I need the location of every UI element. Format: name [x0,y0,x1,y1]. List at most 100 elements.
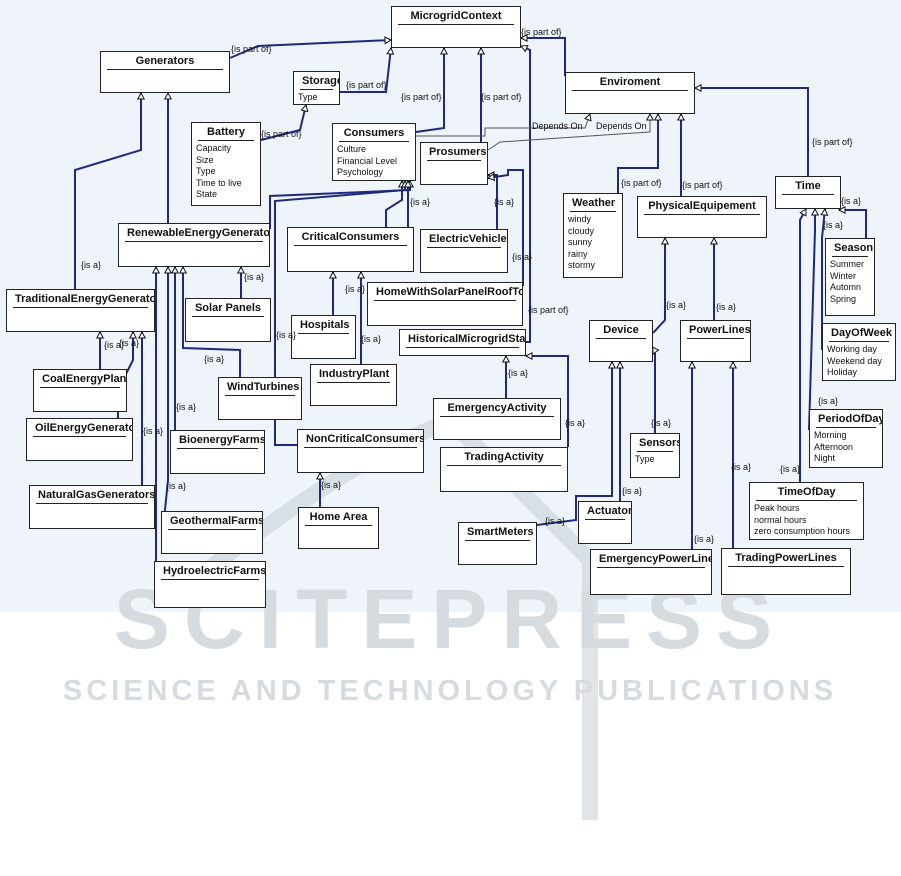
class-box-physicalequipement[interactable]: PhysicalEquipement [637,196,767,238]
class-attribute: windy [568,214,592,224]
arrowhead-icon [524,351,533,361]
class-title: Battery [198,123,254,141]
class-title: PowerLines [687,321,750,339]
class-title: Home Area [305,508,372,526]
class-box-smartmeters[interactable]: SmartMeters [458,522,537,565]
class-attribute: Winter [830,270,857,281]
arrowhead-icon [328,270,338,279]
class-box-renewableenergygenerators[interactable]: RenewableEnergyGenerators [118,223,270,267]
class-box-windturbines[interactable]: WindTurbines [218,377,302,420]
arrowhead-icon [163,91,173,100]
class-attribute: Capacity [196,143,232,153]
arrowhead-icon [300,103,309,113]
class-box-enviroment[interactable]: Enviroment [565,72,695,114]
class-box-homearea[interactable]: Home Area [298,507,379,549]
edge-label: {is a} [276,330,297,340]
class-box-criticalconsumers[interactable]: CriticalConsumers [287,227,414,272]
class-attribute: Type [298,92,318,102]
class-attribute: zero consumption hours [754,526,851,536]
class-attribute: Size [196,154,214,165]
class-title: OilEnergyGenerator [33,419,132,437]
class-box-tradingpowerlines[interactable]: TradingPowerLines [721,548,851,595]
arrowhead-icon [645,112,655,121]
edge-label: {is a} [204,354,225,364]
edge-label: {is part of} [621,178,662,188]
class-box-hospitals[interactable]: Hospitals [291,315,356,359]
arrowhead-icon [615,360,625,369]
class-box-bioenergyfarms[interactable]: BioenergyFarms [170,430,265,474]
edge-physicalequipement-to-enviroment [676,112,686,196]
class-box-actuators[interactable]: Actuators [578,501,632,544]
class-box-time[interactable]: Time [775,176,841,209]
class-box-traditionalenergygenerators[interactable]: TraditionalEnergyGenerators [6,289,155,332]
edge-label: {is a} [666,300,687,310]
class-box-tradingactivity[interactable]: TradingActivity [440,447,568,492]
class-attributes: Type [294,90,339,104]
edge-homewithsolarpanelrooftop-to-prosumers [486,169,524,286]
class-attribute: Holiday [827,367,858,377]
edge-coalenergyplant-to-traditionalenergygenerators [95,330,105,369]
class-box-emergencypowerlines[interactable]: EmergencyPowerLines [590,549,712,595]
class-title: EmergencyPowerLines [597,550,711,568]
class-attribute: Culture [337,144,367,154]
class-box-homewithsolarpanelrooftop[interactable]: HomeWithSolarPanelRoofTop [367,282,523,326]
class-box-naturalgasgenerators[interactable]: NaturalGasGenerators [29,485,155,529]
class-box-geothermalfarms[interactable]: GeothermalFarms [161,511,263,554]
arrowhead-icon [236,265,246,274]
class-box-historicalmicrogridstate[interactable]: HistoricalMicrogridState [399,329,526,356]
edge-device-to-physicalequipement [652,236,670,334]
edge-label: {is a} [512,252,533,262]
edge-label: {is part of} [528,305,569,315]
edge-label: {is a} [244,272,265,282]
edge-label: {is a} [780,464,801,474]
edge-label: {is a} [176,402,197,412]
class-box-prosumers[interactable]: Prosumers [420,142,488,185]
class-box-microgridcontext[interactable]: MicrogridContext [391,6,521,48]
arrowhead-icon [170,265,180,274]
class-box-electricvehicle[interactable]: ElectricVehicle [420,229,508,273]
arrowhead-icon [676,112,686,121]
class-box-device[interactable]: Device [589,320,653,362]
class-title: Solar Panels [192,299,264,317]
edge-label: {is a} [716,302,737,312]
edge-label: Depends On [596,121,647,131]
arrowhead-icon [384,36,393,45]
edge-label: {is a} [622,486,643,496]
class-box-solarpanels[interactable]: Solar Panels [185,298,271,342]
class-attribute: Working day [827,344,877,354]
edge-timeofday-to-time [799,208,807,482]
edge-label: {is part of} [481,92,522,102]
class-box-powerlines[interactable]: PowerLines [680,320,751,362]
class-box-industryplant[interactable]: IndustryPlant [310,364,397,406]
class-attribute: Type [635,454,655,464]
class-title: Season [832,239,873,257]
class-attribute: cloudy [568,225,595,236]
class-box-emergencyactivity[interactable]: EmergencyActivity [433,398,561,440]
class-box-noncriticalconsumers[interactable]: NonCriticalConsumers [297,429,424,473]
edge-label: {is a} [731,462,752,472]
class-box-coalenergyplant[interactable]: CoalEnergyPlant [33,369,127,412]
arrowhead-icon [486,173,496,182]
class-title: Weather [570,194,616,212]
class-box-generators[interactable]: Generators [100,51,230,93]
edge-label: {is part of} [401,92,442,102]
edge-label: {is a} [694,534,715,544]
edge-hydroelectricfarms-to-renewableenergygenerators [151,265,161,561]
arrowhead-icon [728,360,738,369]
class-box-oilenergygenerator[interactable]: OilEnergyGenerator [26,418,133,461]
edge-tradingactivity-to-historicalmicrogridstate [524,351,569,447]
class-box-hydroelectricfarms[interactable]: HydroelectricFarms [154,561,266,608]
